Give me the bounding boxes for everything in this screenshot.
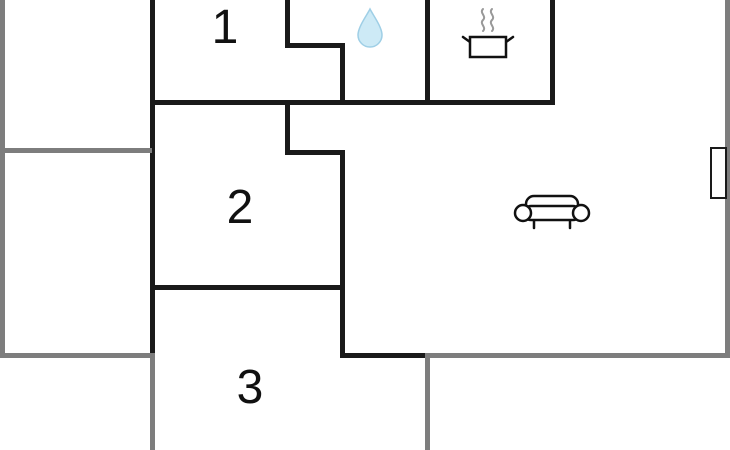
exterior-wall-right: [725, 0, 730, 358]
wall-living-bottom-left: [340, 353, 430, 358]
window-marker: [710, 147, 727, 199]
wall-living-left-lower: [340, 285, 345, 358]
wall-bath-left: [340, 43, 345, 105]
wall-bath-kitchen-divider: [425, 0, 430, 105]
exterior-wall-bottom-left: [0, 353, 155, 358]
exterior-wall-room3-right: [425, 353, 430, 450]
wall-step-top: [285, 43, 345, 48]
water-drop-shape: [357, 7, 383, 48]
sofa-icon: [513, 194, 591, 230]
wall-room2-right-upper: [285, 100, 290, 155]
exterior-wall-bottom-right: [425, 353, 730, 358]
pot-shape: [461, 35, 515, 59]
wall-horizontal-main: [150, 100, 555, 105]
wall-room2-right: [340, 150, 345, 290]
wall-room1-right-upper: [285, 0, 290, 47]
wall-kitchen-right: [550, 0, 555, 105]
wall-step-mid: [285, 150, 345, 155]
exterior-wall-room3-left: [150, 353, 155, 450]
wall-rooms-left: [150, 0, 155, 358]
steam-line-icon: [489, 8, 495, 32]
water-drop-icon: [357, 7, 383, 48]
wall-room2-bottom: [150, 285, 345, 290]
room-3-label: 3: [236, 361, 264, 414]
stove-pot-icon: [461, 8, 515, 59]
room-2-label: 2: [226, 181, 254, 234]
room-1-label: 1: [211, 1, 239, 54]
exterior-wall-left-divider: [0, 148, 152, 153]
exterior-wall-left: [0, 0, 5, 358]
sofa-shape: [513, 194, 591, 230]
steam-line-icon: [480, 8, 486, 32]
